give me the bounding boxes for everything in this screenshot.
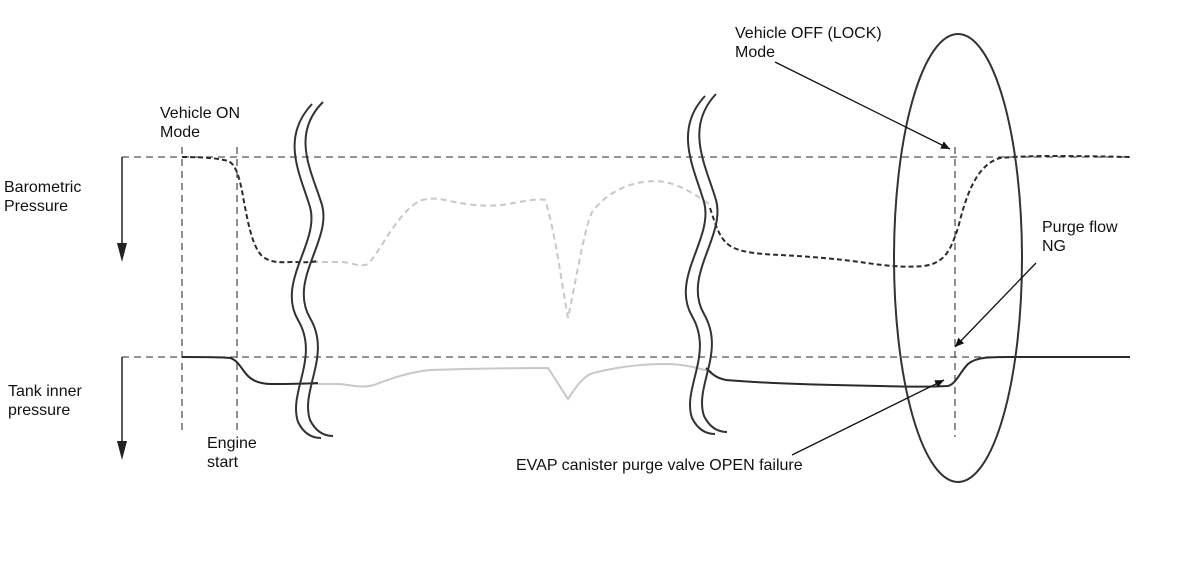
evap-failure-label: EVAP canister purge valve OPEN failure xyxy=(516,457,803,474)
purge-flow-ng-label-line1: Purge flow xyxy=(1042,219,1118,236)
purge-flow-ng-label: Purge flow NG xyxy=(1042,218,1118,256)
time-break-marker-left xyxy=(290,101,334,439)
engine-start-label-line2: start xyxy=(207,454,239,471)
vehicle-off-pointer-arrow xyxy=(774,61,951,150)
vehicle-on-mode-label: Vehicle ON Mode xyxy=(160,104,240,142)
tank-faded-curve xyxy=(312,362,713,401)
tank-curve-right xyxy=(705,355,1130,388)
vehicle-off-lock-mode-label-line2: Mode xyxy=(735,44,776,61)
barometric-pressure-label-line2: Pressure xyxy=(4,198,69,215)
purge-flow-ng-label-line2: NG xyxy=(1042,238,1066,255)
vehicle-on-mode-label-line2: Mode xyxy=(160,124,201,141)
tank-curve-left xyxy=(181,356,319,386)
barometric-pressure-label: Barometric Pressure xyxy=(4,178,81,216)
engine-start-label-line1: Engine xyxy=(207,435,257,452)
vehicle-on-mode-label-line1: Vehicle ON xyxy=(160,105,241,122)
vehicle-off-lock-mode-label: Vehicle OFF (LOCK) Mode xyxy=(735,24,882,62)
evap-failure-pointer-arrow xyxy=(791,379,945,456)
tank-inner-pressure-label-line2: pressure xyxy=(8,402,71,419)
tank-inner-pressure-label-line1: Tank inner xyxy=(8,383,82,400)
barometric-axis-arrow xyxy=(117,157,127,262)
failure-highlight-ellipse xyxy=(893,33,1023,483)
barometric-curve-left xyxy=(181,156,319,264)
purge-flow-pointer-arrow xyxy=(954,262,1037,348)
vehicle-off-lock-mode-label-line1: Vehicle OFF (LOCK) xyxy=(735,25,882,42)
tank-axis-arrow xyxy=(117,357,127,460)
engine-start-label: Engine start xyxy=(207,434,257,472)
tank-inner-pressure-label: Tank inner pressure xyxy=(8,382,82,420)
barometric-pressure-label-line1: Barometric xyxy=(4,179,82,196)
barometric-faded-curve xyxy=(312,180,713,319)
time-break-marker-right xyxy=(684,93,728,435)
barometric-curve-right xyxy=(709,155,1131,268)
